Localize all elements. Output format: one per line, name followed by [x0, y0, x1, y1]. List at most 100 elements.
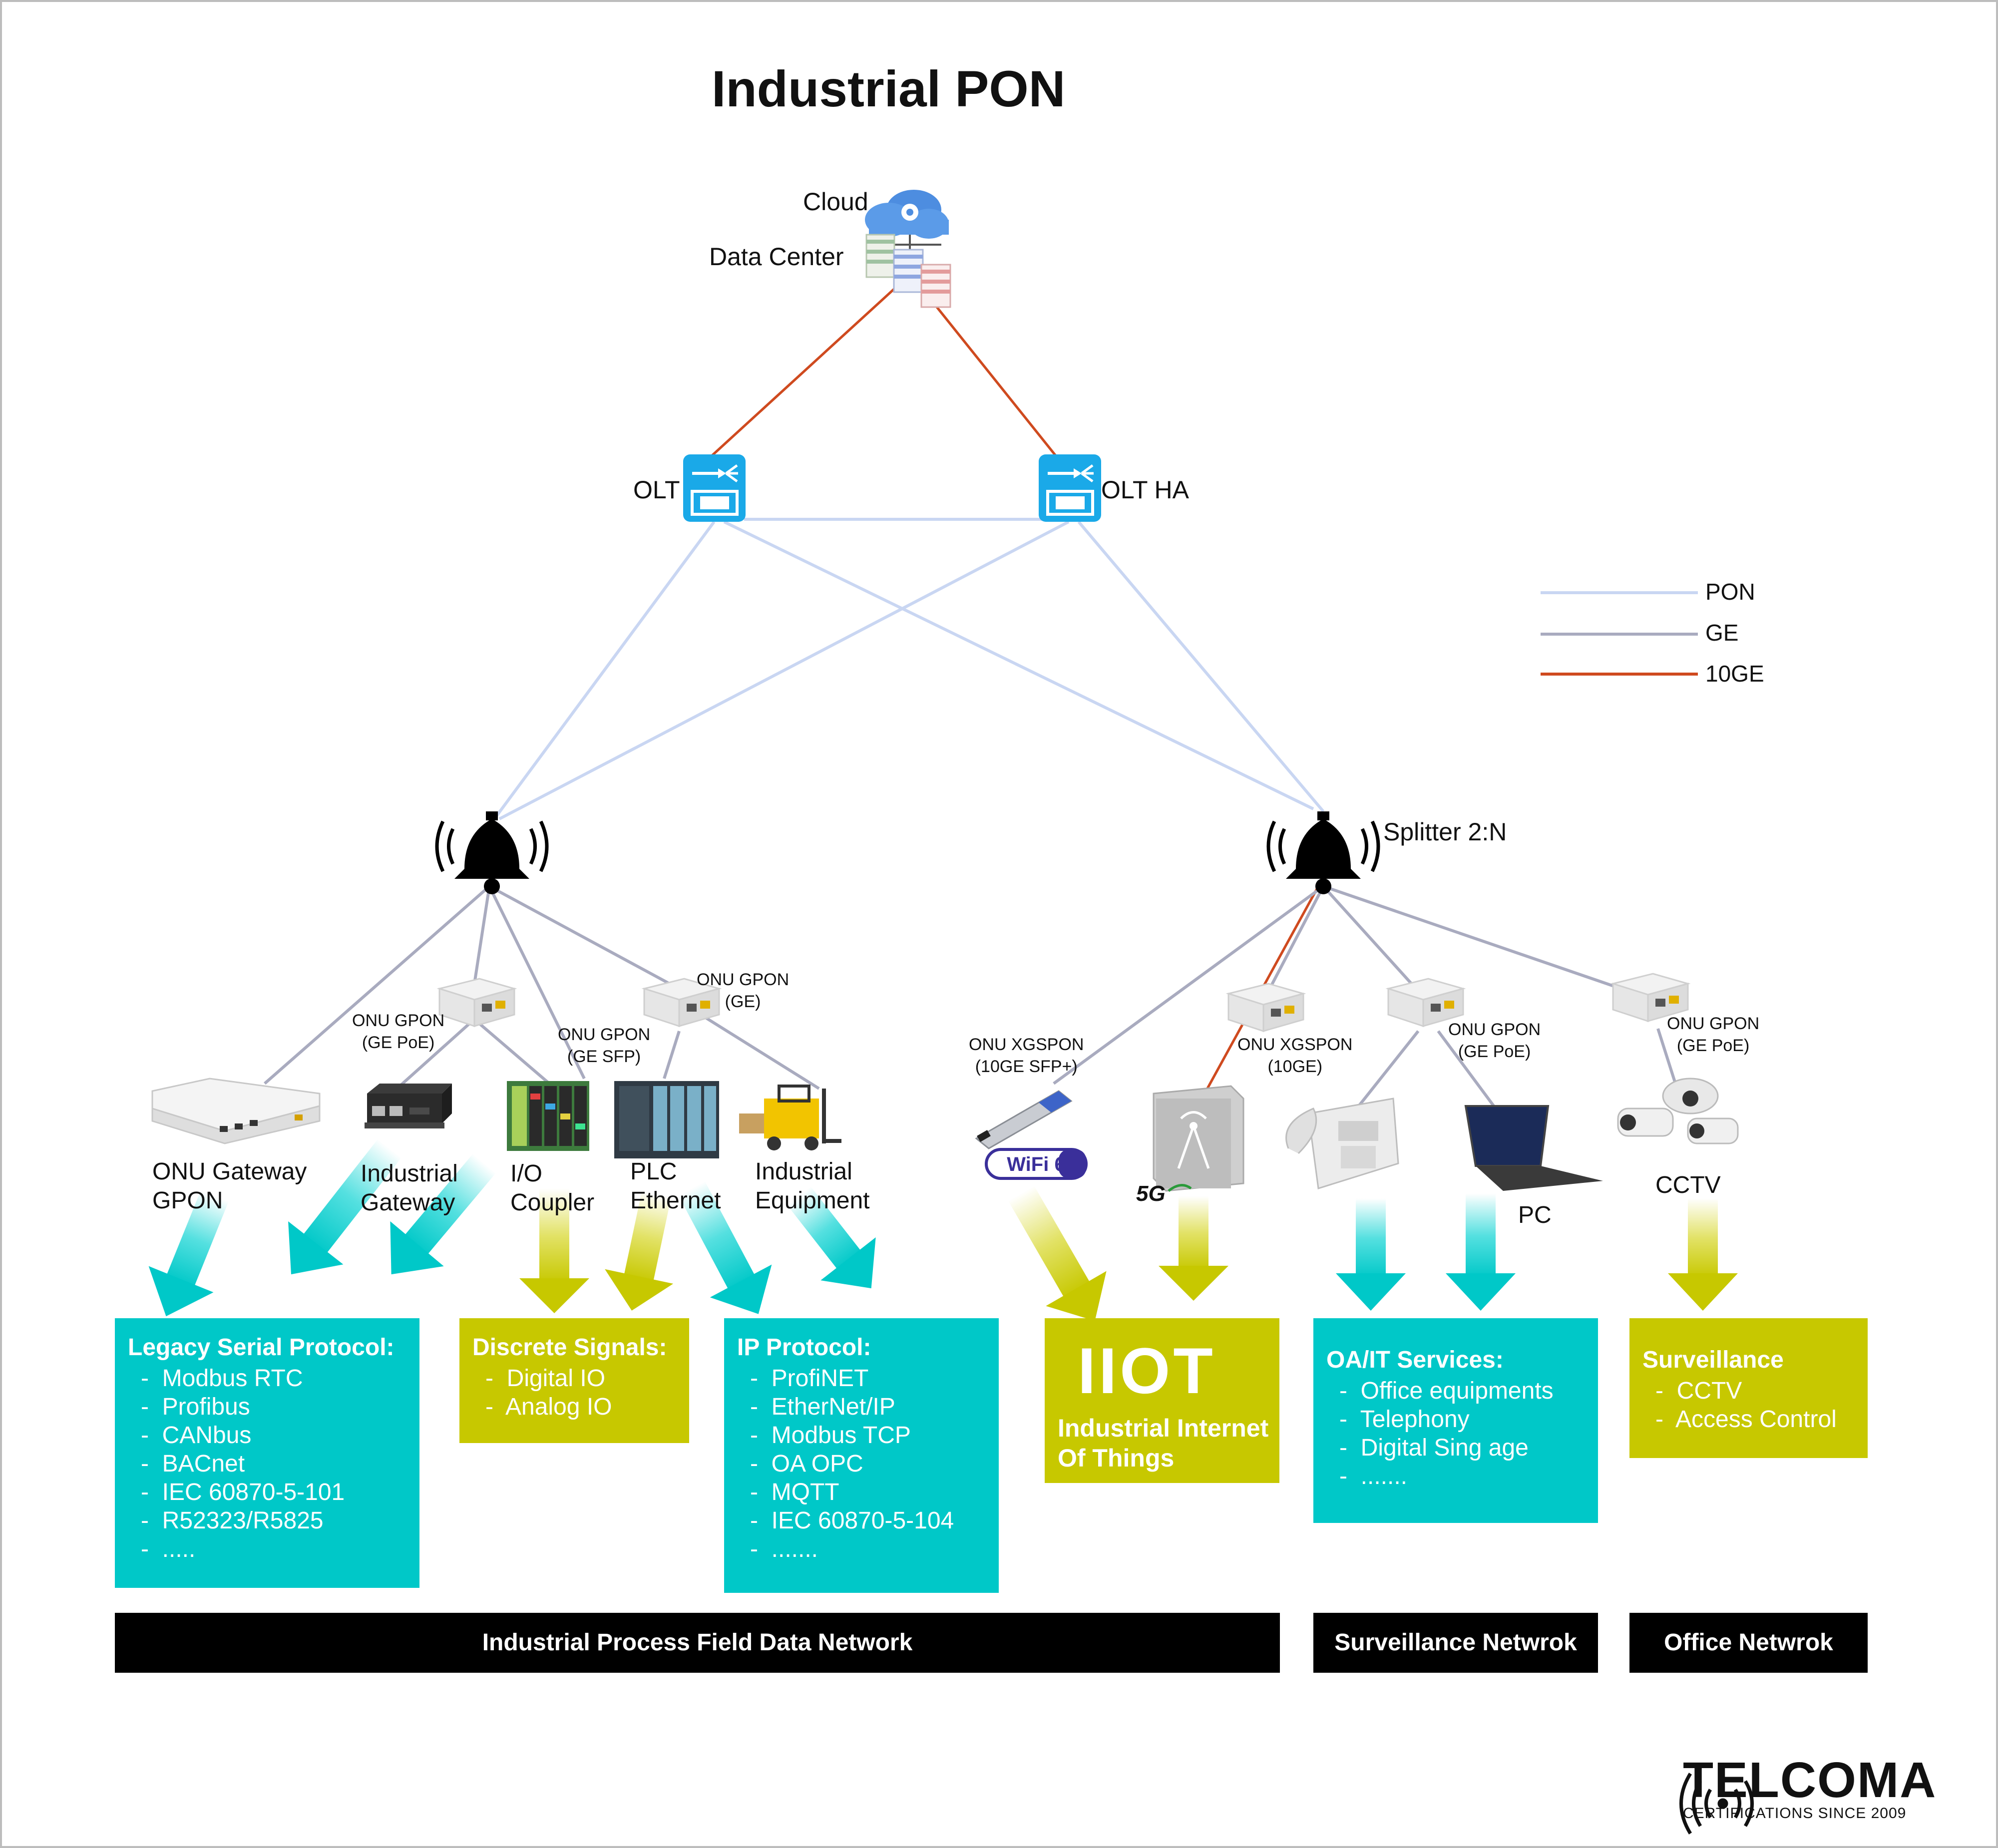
plc-icon — [614, 1081, 719, 1158]
arrow-cyan-2 — [288, 1139, 401, 1275]
data-center-label: Data Center — [709, 243, 844, 271]
office-network-bar: Office Netwrok — [1629, 1613, 1868, 1673]
list-item: CCTV — [1642, 1377, 1855, 1405]
link-s1-onu-b — [488, 885, 675, 988]
onu-gpon-ge-icon — [641, 978, 722, 1028]
arrow-cyan-5 — [787, 1186, 876, 1289]
discrete-signals-list: Digital IO Analog IO — [472, 1364, 676, 1421]
onu-gpon-ge-poe-left-icon — [436, 978, 517, 1028]
industrial-equipment-icon — [739, 1085, 841, 1150]
list-item: Office equipments — [1326, 1377, 1585, 1405]
olt-ha-icon — [1039, 454, 1101, 522]
device-io-coupler-label: I/O Coupler — [510, 1160, 595, 1216]
link-dc-olt-ha — [918, 284, 1070, 473]
page-title: Industrial PON — [712, 60, 1066, 117]
ip-protocol-list: ProfiNET EtherNet/IP Modbus TCP OA OPC M… — [737, 1364, 986, 1563]
oa-it-services-title: OA/IT Services: — [1326, 1347, 1504, 1373]
iiot-title: Industrial Internet Of Things — [1058, 1414, 1269, 1472]
onu-gpon-ge-sfp-label: ONU GPON (GE SFP) — [558, 1025, 651, 1066]
arrow-yellow-3 — [1008, 1186, 1107, 1321]
link-onu-a-industrial-gw — [396, 1022, 471, 1090]
legacy-serial-box: Legacy Serial Protocol: Modbus RTC Profi… — [115, 1318, 419, 1588]
list-item: Digital Sing age — [1326, 1434, 1585, 1462]
splitter-right-icon — [1266, 811, 1380, 894]
onu-gpon-ge-poe-mid-icon — [1385, 978, 1466, 1028]
link-onu-a-io-coupler — [478, 1022, 550, 1085]
device-industrial-gateway-label: Industrial Gateway — [361, 1160, 458, 1216]
list-item: Access Control — [1642, 1405, 1855, 1434]
device-plc-label: PLC Ethernet — [630, 1158, 721, 1214]
legacy-serial-list: Modbus RTC Profibus CANbus BACnet IEC 60… — [128, 1364, 406, 1563]
splitter-label: Splitter 2:N — [1383, 818, 1507, 846]
list-item: ProfiNET — [737, 1364, 986, 1393]
list-item: ....... — [737, 1535, 986, 1563]
arrow-yellow-5 — [1668, 1198, 1738, 1311]
link-onu-d-phone — [1349, 1030, 1420, 1117]
list-item: Profibus — [128, 1393, 406, 1421]
iiot-box: IIOT Industrial Internet Of Things — [1045, 1318, 1279, 1483]
onu-xgspon-10ge-icon — [1225, 983, 1306, 1033]
link-s2-onu-c — [1267, 885, 1325, 992]
list-item: CANbus — [128, 1421, 406, 1450]
olt-ha-label: OLT HA — [1101, 476, 1189, 504]
pc-laptop-icon — [1464, 1105, 1603, 1191]
legend-lines — [1541, 591, 1698, 676]
device-industrial-equipment-label: Industrial Equipment — [755, 1158, 870, 1214]
discrete-signals-box: Discrete Signals: Digital IO Analog IO — [459, 1318, 689, 1443]
link-onu-b-plc — [663, 1031, 681, 1079]
io-coupler-icon — [507, 1081, 589, 1151]
link-s1-io-coupler — [488, 885, 586, 1080]
sfp-module-icon — [975, 1090, 1073, 1149]
onu-gpon-ge-poe-right-icon — [1610, 973, 1691, 1023]
onu-xgspon-10ge-label: ONU XGSPON (10GE) — [1237, 1035, 1353, 1076]
legacy-serial-title: Legacy Serial Protocol: — [128, 1334, 395, 1361]
link-olt-splitter-right — [723, 520, 1314, 810]
oa-it-services-list: Office equipments Telephony Digital Sing… — [1326, 1377, 1585, 1490]
arrow-cyan-1 — [148, 1190, 229, 1317]
surveillance-title: Surveillance — [1642, 1347, 1784, 1373]
link-s1-onu-gateway — [264, 885, 490, 1085]
pon-links — [493, 518, 1325, 820]
surveillance-box: Surveillance CCTV Access Control — [1629, 1318, 1868, 1458]
discrete-signals-title: Discrete Signals: — [472, 1334, 667, 1361]
ip-protocol-box: IP Protocol: ProfiNET EtherNet/IP Modbus… — [724, 1318, 999, 1593]
telephone-icon — [1285, 1098, 1399, 1189]
link-olt-splitter-left — [493, 521, 716, 820]
industrial-network-bar: Industrial Process Field Data Network — [115, 1613, 1280, 1673]
link-dc-olt — [693, 284, 900, 473]
arrow-cyan-6 — [1336, 1198, 1406, 1311]
list-item: IEC 60870-5-104 — [737, 1506, 986, 1535]
arrow-cyan-7 — [1446, 1193, 1516, 1311]
ge-links — [264, 885, 1677, 1117]
iiot-logo: IIOT — [1078, 1334, 1216, 1407]
list-item: Modbus RTC — [128, 1364, 406, 1393]
list-item: Digital IO — [472, 1364, 676, 1393]
link-onu-e-cctv — [1656, 1028, 1677, 1084]
cctv-icon — [1617, 1078, 1739, 1144]
telcoma-signal-icon — [1679, 1773, 1754, 1835]
industrial-gateway-icon — [365, 1084, 452, 1128]
surveillance-network-bar: Surveillance Netwrok — [1313, 1613, 1598, 1673]
wifi6-badge: WiFi 6 — [985, 1148, 1088, 1180]
splitter-left-icon — [435, 811, 549, 894]
list-item: MQTT — [737, 1478, 986, 1506]
list-item: ....... — [1326, 1462, 1585, 1490]
onu-gpon-ge-poe-right-label: ONU GPON (GE PoE) — [1667, 1014, 1760, 1055]
telcoma-logo: TELCOMA CERTIFICATIONS SINCE 2009 — [1683, 1755, 1937, 1822]
legend-label-10ge: 10GE — [1705, 661, 1764, 687]
5g-tower-icon: 5G — [1136, 1085, 1244, 1206]
arrow-yellow-2 — [605, 1190, 674, 1311]
surveillance-list: CCTV Access Control — [1642, 1377, 1855, 1434]
5g-badge-text: 5G — [1136, 1181, 1166, 1206]
flow-arrows — [148, 1139, 1738, 1321]
link-oltha-splitter-right — [1077, 521, 1325, 812]
oa-it-services-box: OA/IT Services: Office equipments Teleph… — [1313, 1318, 1598, 1523]
onu-gpon-ge-poe-mid-label: ONU GPON (GE PoE) — [1448, 1020, 1541, 1061]
arrow-yellow-4 — [1159, 1196, 1228, 1301]
list-item: Telephony — [1326, 1405, 1585, 1434]
brand-name: TELCOMA — [1683, 1752, 1937, 1808]
onu-gpon-ge-poe-left-label: ONU GPON (GE PoE) — [352, 1011, 445, 1052]
list-item: Analog IO — [472, 1393, 676, 1421]
list-item: R52323/R5825 — [128, 1506, 406, 1535]
